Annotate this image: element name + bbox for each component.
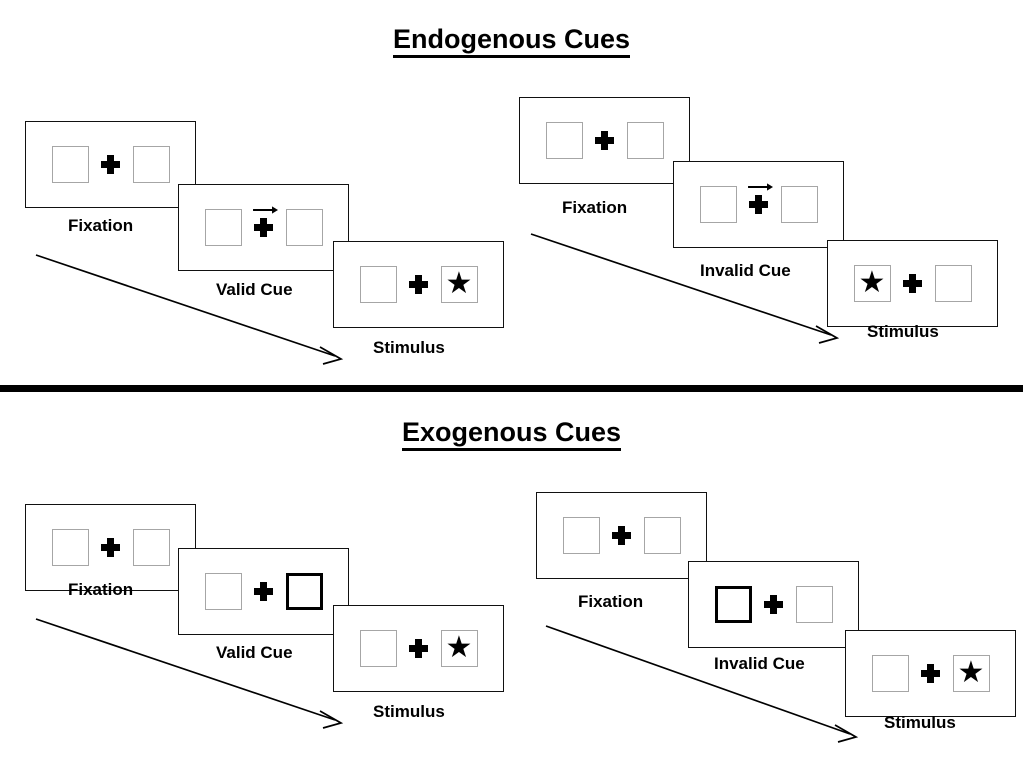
frame-exogenous-invalid-fixation	[536, 492, 707, 579]
right-arrow-cue-icon	[252, 205, 278, 214]
section-title-endogenous-text: Endogenous Cues	[392, 24, 630, 58]
right-box	[795, 586, 833, 623]
stage-label-exogenous-invalid-cue: Invalid Cue	[714, 654, 805, 673]
time-arrow-endogenous-valid	[35, 254, 344, 365]
left-box	[51, 529, 89, 566]
left-box	[204, 573, 242, 610]
time-arrow-endogenous-invalid	[530, 233, 840, 344]
stage-label-endogenous-invalid-cue: Invalid Cue	[700, 261, 791, 280]
right-box: ★	[132, 146, 170, 183]
left-box	[359, 266, 397, 303]
stage-label-endogenous-valid-fixation: Fixation	[68, 216, 134, 235]
frame-endogenous-invalid-cue	[673, 161, 844, 248]
frame-exogenous-valid-stimulus: ★	[333, 605, 504, 692]
frame-endogenous-valid-stimulus: ★	[333, 241, 504, 328]
fixation-cross-icon	[909, 652, 953, 696]
stage-label-exogenous-invalid-stimulus: Stimulus	[884, 713, 956, 732]
left-box	[871, 655, 909, 692]
left-box	[359, 630, 397, 667]
target-star-icon: ★	[445, 266, 473, 300]
right-arrow-cue-icon	[747, 182, 773, 191]
left-box	[699, 186, 737, 223]
stage-label-exogenous-invalid-fixation: Fixation	[578, 592, 644, 611]
fixation-cross-icon	[89, 143, 133, 187]
right-box-with-target: ★	[440, 266, 478, 303]
frame-endogenous-valid-fixation: ★ ★	[25, 121, 196, 208]
right-box	[934, 265, 972, 302]
section-divider	[0, 385, 1023, 392]
right-box	[626, 122, 664, 159]
fixation-cross-icon	[397, 263, 441, 307]
right-box-with-target: ★	[952, 655, 990, 692]
target-star-icon: ★	[858, 265, 886, 299]
right-box	[780, 186, 818, 223]
section-title-endogenous: Endogenous Cues	[0, 24, 1023, 58]
frame-exogenous-invalid-stimulus: ★	[845, 630, 1016, 717]
frame-exogenous-valid-fixation	[25, 504, 196, 591]
target-star-icon: ★	[957, 655, 985, 689]
right-box	[132, 529, 170, 566]
left-box	[545, 122, 583, 159]
fixation-cross-icon	[737, 182, 781, 227]
left-box: ★	[51, 146, 89, 183]
time-arrow-exogenous-valid	[35, 618, 344, 729]
left-box-with-target: ★	[853, 265, 891, 302]
stage-label-exogenous-valid-fixation: Fixation	[68, 580, 134, 599]
left-box	[562, 517, 600, 554]
right-box	[643, 517, 681, 554]
section-title-exogenous-text: Exogenous Cues	[401, 417, 622, 451]
fixation-cross-icon	[397, 627, 441, 671]
fixation-cross-icon	[89, 526, 133, 570]
fixation-cross-icon	[583, 119, 627, 163]
frame-endogenous-valid-cue	[178, 184, 349, 271]
fixation-cross-icon	[242, 570, 286, 614]
right-box-cued	[285, 573, 323, 610]
stage-label-endogenous-invalid-stimulus: Stimulus	[867, 322, 939, 341]
frame-endogenous-invalid-fixation	[519, 97, 690, 184]
left-box-cued	[714, 586, 752, 623]
frame-exogenous-invalid-cue	[688, 561, 859, 648]
fixation-cross-icon	[752, 583, 796, 627]
fixation-cross-icon	[891, 262, 935, 306]
time-arrow-exogenous-invalid	[545, 625, 859, 743]
stage-label-exogenous-valid-stimulus: Stimulus	[373, 702, 445, 721]
fixation-cross-icon	[242, 205, 286, 250]
right-box	[285, 209, 323, 246]
frame-exogenous-valid-cue	[178, 548, 349, 635]
stage-label-endogenous-invalid-fixation: Fixation	[562, 198, 628, 217]
right-box-with-target: ★	[440, 630, 478, 667]
stage-label-endogenous-valid-cue: Valid Cue	[216, 280, 293, 299]
stage-label-exogenous-valid-cue: Valid Cue	[216, 643, 293, 662]
stage-label-endogenous-valid-stimulus: Stimulus	[373, 338, 445, 357]
left-box	[204, 209, 242, 246]
fixation-cross-icon	[600, 514, 644, 558]
frame-endogenous-invalid-stimulus: ★	[827, 240, 998, 327]
section-title-exogenous: Exogenous Cues	[0, 417, 1023, 451]
target-star-icon: ★	[445, 630, 473, 664]
